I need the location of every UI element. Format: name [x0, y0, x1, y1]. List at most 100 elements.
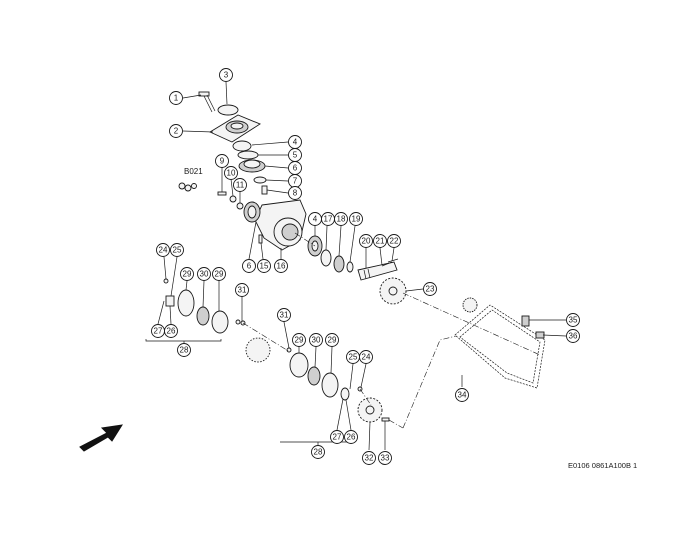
svg-text:26: 26: [167, 327, 176, 336]
drive-shaft-part: [357, 261, 398, 281]
svg-text:6: 6: [293, 164, 298, 173]
callout-29-lower-a: 29: [292, 333, 306, 347]
bolt-part: [198, 91, 216, 113]
bushing-part-26: [340, 387, 350, 401]
pin-part: [217, 191, 227, 196]
idler-sprocket-part: [462, 297, 478, 313]
callout-33: 33: [378, 451, 392, 465]
svg-text:6: 6: [247, 262, 252, 271]
bearing-part-30: [196, 306, 210, 326]
callout-25-left: 25: [170, 243, 184, 257]
bushing-part: [165, 295, 175, 307]
snap-ring-part: [237, 150, 259, 160]
callout-29-left-a: 29: [180, 267, 194, 281]
callout-26-lower: 26: [344, 430, 358, 444]
callout-30-left: 30: [197, 267, 211, 281]
callout-6-lower: 6: [242, 259, 256, 273]
bevel-gear-part: [238, 159, 266, 173]
callout-1: 1: [169, 91, 183, 105]
svg-text:29: 29: [215, 270, 224, 279]
svg-text:22: 22: [390, 237, 399, 246]
svg-text:8: 8: [293, 189, 298, 198]
parts-artwork: [79, 91, 546, 452]
callout-32: 32: [362, 451, 376, 465]
chain-link-part: [521, 315, 530, 327]
plate-part: [177, 289, 195, 317]
key-21: [381, 261, 393, 267]
bearing-part-30b: [307, 366, 321, 386]
nut-part: [163, 278, 169, 284]
direction-arrow-icon: [79, 424, 123, 452]
plate-part-4: [321, 372, 339, 398]
callout-34: 34: [455, 388, 469, 402]
svg-text:17: 17: [324, 215, 333, 224]
callout-6-top: 6: [288, 161, 302, 175]
callout-30-lower: 30: [309, 333, 323, 347]
callout-28-lower: 28: [311, 445, 325, 459]
svg-text:18: 18: [337, 215, 346, 224]
callout-5: 5: [288, 148, 302, 162]
svg-text:31: 31: [280, 311, 289, 320]
screw-part: [258, 234, 263, 244]
callout-8: 8: [288, 186, 302, 200]
svg-text:5: 5: [293, 151, 298, 160]
svg-text:36: 36: [569, 332, 578, 341]
svg-text:15: 15: [260, 262, 269, 271]
washer-part-31c: [286, 347, 292, 353]
svg-text:29: 29: [183, 270, 192, 279]
callout-24-left: 24: [156, 243, 170, 257]
svg-text:7: 7: [293, 177, 298, 186]
callout-31-left: 31: [235, 283, 249, 297]
callout-2: 2: [169, 124, 183, 138]
svg-text:9: 9: [220, 157, 225, 166]
plate-part-3: [289, 352, 309, 378]
svg-text:3: 3: [224, 71, 229, 80]
callout-24-lower: 24: [359, 350, 373, 364]
callout-10: 10: [224, 166, 238, 180]
callout-18: 18: [334, 212, 348, 226]
svg-text:19: 19: [352, 215, 361, 224]
washer-part-31: [235, 319, 241, 325]
svg-text:30: 30: [200, 270, 209, 279]
gear-housing-part: [243, 199, 307, 251]
washer-part-2: [236, 202, 244, 210]
bearing-part-18: [333, 255, 345, 273]
callout-20: 20: [359, 234, 373, 248]
svg-text:1: 1: [174, 94, 179, 103]
chain-part: [454, 304, 546, 389]
callout-19: 19: [349, 212, 363, 226]
key-part: [261, 185, 268, 195]
svg-text:20: 20: [362, 237, 371, 246]
callout-25-lower: 25: [346, 350, 360, 364]
svg-text:35: 35: [569, 316, 578, 325]
oil-seal-part: [320, 249, 332, 267]
svg-text:11: 11: [236, 181, 245, 190]
callout-23: 23: [423, 282, 437, 296]
callout-21: 21: [373, 234, 387, 248]
svg-text:10: 10: [227, 169, 236, 178]
svg-text:33: 33: [381, 454, 390, 463]
b021-detail-sketch: [178, 182, 197, 192]
callout-16: 16: [274, 259, 288, 273]
svg-text:29: 29: [295, 336, 304, 345]
svg-text:31: 31: [238, 286, 247, 295]
callout-28-left: 28: [177, 343, 191, 357]
svg-text:24: 24: [159, 246, 168, 255]
svg-text:30: 30: [312, 336, 321, 345]
svg-text:29: 29: [328, 336, 337, 345]
svg-text:26: 26: [347, 433, 356, 442]
svg-text:34: 34: [458, 391, 467, 400]
callout-27-lower: 27: [330, 430, 344, 444]
callout-4-top: 4: [288, 135, 302, 149]
callout-27-left: 27: [151, 324, 165, 338]
svg-text:24: 24: [362, 353, 371, 362]
callout-15: 15: [257, 259, 271, 273]
svg-text:4: 4: [293, 138, 298, 147]
svg-text:28: 28: [314, 448, 323, 457]
svg-text:16: 16: [277, 262, 286, 271]
callout-4-mid: 4: [308, 212, 322, 226]
callout-35: 35: [566, 313, 580, 327]
drawing-reference-code: E0106 0861A100B 1: [568, 461, 637, 470]
callout-29-left-b: 29: [212, 267, 226, 281]
